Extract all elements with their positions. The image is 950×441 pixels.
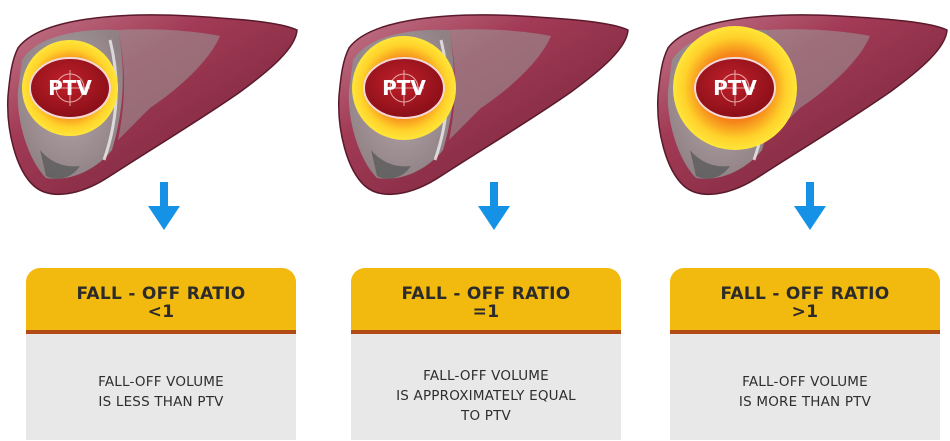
card-description-line: TO PTV — [351, 406, 621, 426]
card-ratio: <1 — [26, 303, 296, 321]
card-body: FALL-OFF VOLUME IS APPROXIMATELY EQUAL T… — [351, 334, 621, 440]
falloff-card: FALL - OFF RATIO >1 FALL-OFF VOLUME IS M… — [670, 268, 940, 440]
card-ratio: >1 — [670, 303, 940, 321]
card-description-line: IS MORE THAN PTV — [670, 392, 940, 412]
card-header: FALL - OFF RATIO >1 — [670, 268, 940, 334]
panel-falloff-less: PTV FALL - OFF RATIO <1 FALL-OFF VOLUME … — [0, 0, 300, 441]
card-header: FALL - OFF RATIO <1 — [26, 268, 296, 334]
liver-illustration: PTV — [650, 0, 950, 205]
card-ratio: =1 — [351, 303, 621, 321]
ptv-label: PTV — [713, 76, 757, 100]
liver-illustration: PTV — [331, 0, 631, 205]
liver-illustration: PTV — [0, 0, 300, 205]
arrow-down-icon — [790, 182, 830, 232]
panel-falloff-more: PTV FALL - OFF RATIO >1 FALL-OFF VOLUME … — [650, 0, 950, 441]
card-title: FALL - OFF RATIO — [670, 285, 940, 303]
card-description-line: FALL-OFF VOLUME — [26, 372, 296, 392]
card-description-line: FALL-OFF VOLUME — [670, 372, 940, 392]
card-description-line: IS APPROXIMATELY EQUAL — [351, 386, 621, 406]
falloff-card: FALL - OFF RATIO <1 FALL-OFF VOLUME IS L… — [26, 268, 296, 440]
card-title: FALL - OFF RATIO — [26, 285, 296, 303]
card-body: FALL-OFF VOLUME IS MORE THAN PTV — [670, 334, 940, 440]
card-header: FALL - OFF RATIO =1 — [351, 268, 621, 334]
arrow-down-icon — [144, 182, 184, 232]
ptv-target: PTV — [695, 58, 775, 118]
card-description-line: IS LESS THAN PTV — [26, 392, 296, 412]
card-description-line: FALL-OFF VOLUME — [351, 366, 621, 386]
card-body: FALL-OFF VOLUME IS LESS THAN PTV — [26, 334, 296, 440]
falloff-card: FALL - OFF RATIO =1 FALL-OFF VOLUME IS A… — [351, 268, 621, 440]
arrow-down-icon — [474, 182, 514, 232]
panel-falloff-equal: PTV FALL - OFF RATIO =1 FALL-OFF VOLUME … — [331, 0, 631, 441]
card-title: FALL - OFF RATIO — [351, 285, 621, 303]
ptv-label: PTV — [382, 76, 426, 100]
ptv-target: PTV — [30, 58, 110, 118]
ptv-label: PTV — [48, 76, 92, 100]
ptv-target: PTV — [364, 58, 444, 118]
